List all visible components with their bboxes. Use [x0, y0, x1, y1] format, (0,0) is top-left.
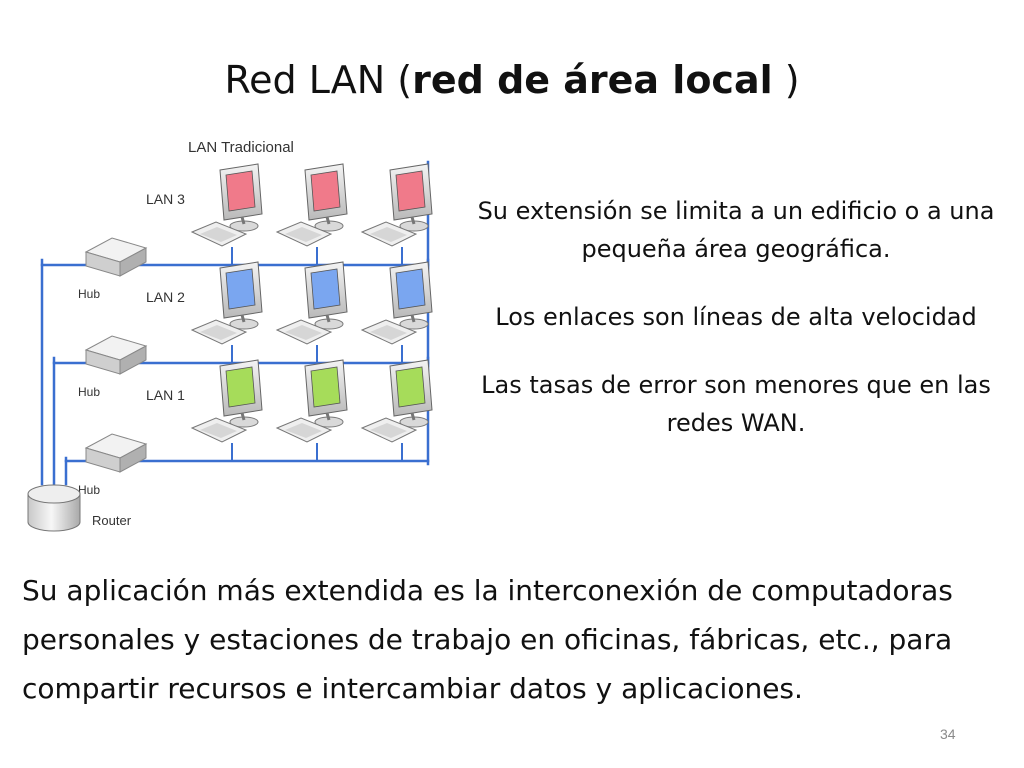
slide-title: Red LAN (red de área local ): [0, 58, 1024, 102]
diagram-caption: LAN Tradicional: [188, 139, 294, 156]
computer-icon: [190, 261, 263, 345]
side-text-extension: Su extensión se limita a un edificio o a…: [477, 197, 995, 263]
page-number: 34: [940, 726, 956, 742]
lan-label: LAN 1: [146, 387, 185, 403]
computer-icon: [190, 359, 263, 443]
hub-icon: [84, 433, 148, 473]
computer-icon: [360, 163, 433, 247]
hub-label: Hub: [78, 483, 100, 497]
router: Router: [27, 484, 132, 532]
computer-icon: [275, 359, 348, 443]
computer-icon: [275, 163, 348, 247]
router-label: Router: [92, 513, 132, 528]
side-text-errors: Las tasas de error son menores que en la…: [481, 371, 991, 437]
title-bold: red de área local: [412, 58, 773, 102]
lan-group-2: LAN 2 Hub: [78, 261, 433, 399]
computer-icon: [190, 163, 263, 247]
hub-icon: [84, 335, 148, 375]
hub-icon: [84, 237, 148, 277]
side-text: Su extensión se limita a un edificio o a…: [462, 192, 1010, 472]
computer-icon: [360, 359, 433, 443]
lan-group-3: LAN 3 Hub: [78, 163, 433, 301]
hub-label: Hub: [78, 385, 100, 399]
lan-group-1: LAN 1 Hub: [78, 359, 433, 497]
lan-label: LAN 2: [146, 289, 185, 305]
lan-label: LAN 3: [146, 191, 185, 207]
title-normal: Red LAN (: [224, 58, 413, 102]
side-text-links: Los enlaces son líneas de alta velocidad: [495, 303, 977, 331]
hub-label: Hub: [78, 287, 100, 301]
body-paragraph: Su aplicación más extendida es la interc…: [22, 574, 953, 705]
computer-icon: [360, 261, 433, 345]
title-tail: ): [772, 58, 800, 102]
computer-icon: [275, 261, 348, 345]
